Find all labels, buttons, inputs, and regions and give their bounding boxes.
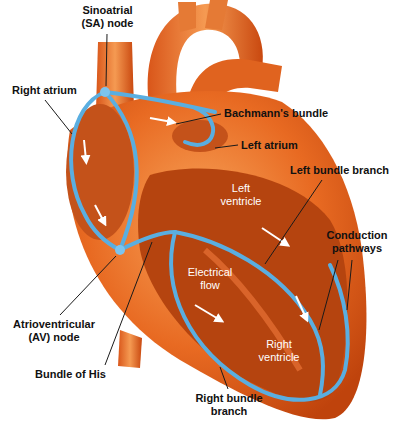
conduction-pathways [71, 92, 348, 400]
flow-arrow [296, 296, 306, 318]
inferior-vena-cava [118, 330, 142, 368]
leader-line [215, 145, 238, 148]
part-label: Bachmann's bundle [224, 107, 328, 120]
part-label: Right ventricle [252, 338, 306, 364]
leader-line [45, 100, 72, 134]
leader-lines [45, 34, 352, 389]
leader-line [319, 260, 338, 330]
av-node [115, 245, 125, 255]
part-label: Left bundle branch [290, 164, 389, 177]
ventricle-cutaway [138, 169, 347, 402]
internodal-pathway [105, 92, 137, 250]
atrial-pathway [71, 92, 120, 250]
flow-arrow [262, 228, 286, 244]
part-label: Bundle of His [35, 368, 106, 381]
part-label: Left atrium [241, 139, 298, 152]
right-bundle-path [171, 232, 348, 400]
leader-line [220, 367, 228, 389]
leader-line [105, 242, 152, 365]
flow-arrow [95, 205, 104, 222]
part-label: Right atrium [12, 84, 77, 97]
flow-arrows [84, 118, 306, 320]
left-bundle-path [175, 232, 323, 395]
left-atrium-loop [185, 108, 213, 145]
part-label: Right bundle branch [188, 392, 270, 418]
leader-line [106, 34, 107, 86]
bundle-of-his-path [120, 232, 175, 250]
leader-line [60, 256, 116, 315]
aortic-branches [178, 0, 228, 32]
leader-line [347, 260, 352, 310]
part-label: Electrical flow [183, 266, 237, 292]
part-label: Left ventricle [215, 182, 267, 208]
flow-arrow [150, 118, 172, 122]
flow-arrow [84, 140, 86, 160]
leader-line [176, 114, 221, 124]
part-label: Conduction pathways [320, 229, 394, 255]
part-label: Atrioventricular (AV) node [4, 318, 104, 344]
leader-line [265, 180, 322, 264]
sa-node [100, 87, 110, 97]
part-label: Sinoatrial (SA) node [70, 4, 145, 30]
superior-vena-cava [96, 42, 134, 110]
flow-arrow [195, 305, 220, 320]
